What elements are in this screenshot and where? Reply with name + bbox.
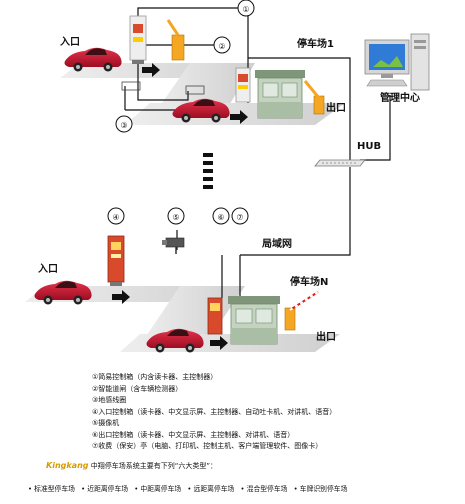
arrow-right-icon bbox=[112, 290, 130, 304]
marker-2-text: ② bbox=[218, 42, 225, 51]
legend-item-1: ①简易控制箱（内含读卡器、主控制器） bbox=[92, 373, 218, 381]
label-hub: HUB bbox=[357, 141, 381, 152]
type-item: • 混合型停车场 bbox=[240, 485, 288, 493]
footer-line: Kingkang 中翔停车场系统主要有下列“六大类型”： bbox=[46, 461, 461, 471]
legend-item-7: ⑦收费（保安）亭（电脑、打印机、控制主机、客户端管理软件、图像卡） bbox=[92, 442, 323, 450]
label-entrance-top: 入口 bbox=[60, 36, 80, 48]
arrow-right-icon bbox=[210, 336, 228, 350]
marker-7-text: ⑦ bbox=[236, 213, 243, 222]
toll-booth-bottom bbox=[228, 296, 280, 345]
legend-item-5: ⑤摄像机 bbox=[92, 419, 120, 427]
direction-arrows bbox=[112, 63, 248, 350]
brand-name: Kingkang bbox=[46, 461, 89, 470]
marker-2: ② bbox=[213, 36, 231, 54]
marker-1-text: ① bbox=[242, 5, 249, 14]
entrance-control-box bbox=[107, 235, 125, 286]
toll-booth-top bbox=[255, 70, 305, 119]
type-item: • 远距离停车场 bbox=[187, 485, 235, 493]
marker-3-text: ③ bbox=[120, 121, 127, 130]
label-lan: 局域网 bbox=[261, 237, 292, 250]
legend-item-3: ③地感线圈 bbox=[92, 396, 127, 404]
camera-icon bbox=[162, 237, 185, 254]
arrow-right-icon bbox=[142, 63, 160, 77]
barrier-gate-top-exit bbox=[303, 80, 325, 115]
label-exit-bottom: 出口 bbox=[316, 330, 336, 343]
hub-device bbox=[314, 159, 366, 167]
legend-item-2: ②智能道闸（含车辆检测器） bbox=[92, 384, 183, 393]
car-top-exit bbox=[172, 98, 230, 123]
exit-control-box-top bbox=[235, 67, 251, 103]
label-entrance-bottom: 入口 bbox=[38, 263, 58, 275]
type-item: • 标准型停车场 bbox=[28, 485, 75, 493]
car-bottom-entrance bbox=[34, 280, 92, 305]
marker-4-text: ④ bbox=[112, 213, 119, 222]
barrier-gate-top-entrance bbox=[166, 19, 185, 61]
more-parking-lots-dots bbox=[203, 153, 213, 189]
marker-5: ⑤ bbox=[167, 207, 185, 225]
parking-types-list: • 标准型停车场 • 近距离停车场 • 中距离停车场 • 远距离停车场 • 混合… bbox=[28, 483, 463, 493]
marker-7: ⑦ bbox=[231, 207, 249, 225]
legend-item-4: ④入口控制箱（读卡器、中文显示屏、主控制器、自动吐卡机、对讲机、语音） bbox=[92, 407, 337, 416]
type-item: • 近距离停车场 bbox=[81, 485, 129, 493]
label-exit-top: 出口 bbox=[326, 101, 346, 114]
label-parking-1: 停车场1 bbox=[297, 37, 334, 50]
marker-6-text: ⑥ bbox=[217, 213, 224, 222]
parking-system-diagram: ① ② ③ ④ ⑤ ⑥ ⑦ bbox=[25, 0, 430, 353]
marker-6: ⑥ bbox=[212, 207, 230, 225]
barrier-gate-bottom bbox=[284, 291, 319, 331]
type-item: • 车牌识别停车场 bbox=[293, 485, 348, 493]
footer-text: 中翔停车场系统主要有下列“六大类型”： bbox=[88, 462, 217, 470]
computer-icon bbox=[364, 33, 430, 91]
network-links bbox=[114, 7, 391, 326]
exit-control-box-bottom bbox=[207, 297, 223, 335]
car-bottom-exit bbox=[146, 328, 204, 353]
ground-loop-icons bbox=[121, 81, 205, 95]
legend-item-6: ⑥出口控制箱（读卡器、中文显示屏、主控制器、对讲机、语音） bbox=[92, 430, 295, 439]
simple-control-box bbox=[129, 15, 147, 64]
label-parking-n: 停车场N bbox=[290, 275, 328, 288]
marker-1: ① bbox=[237, 0, 255, 17]
legend: ①简易控制箱（内含读卡器、主控制器） ②智能道闸（含车辆检测器） ③地感线圈 ④… bbox=[92, 372, 452, 453]
marker-3: ③ bbox=[115, 115, 133, 133]
arrow-right-icon bbox=[230, 110, 248, 124]
marker-5-text: ⑤ bbox=[172, 213, 179, 222]
label-management-center: 管理中心 bbox=[380, 91, 420, 104]
type-item: • 中距离停车场 bbox=[134, 485, 182, 493]
marker-4: ④ bbox=[107, 207, 125, 225]
car-top-entrance bbox=[64, 47, 122, 72]
